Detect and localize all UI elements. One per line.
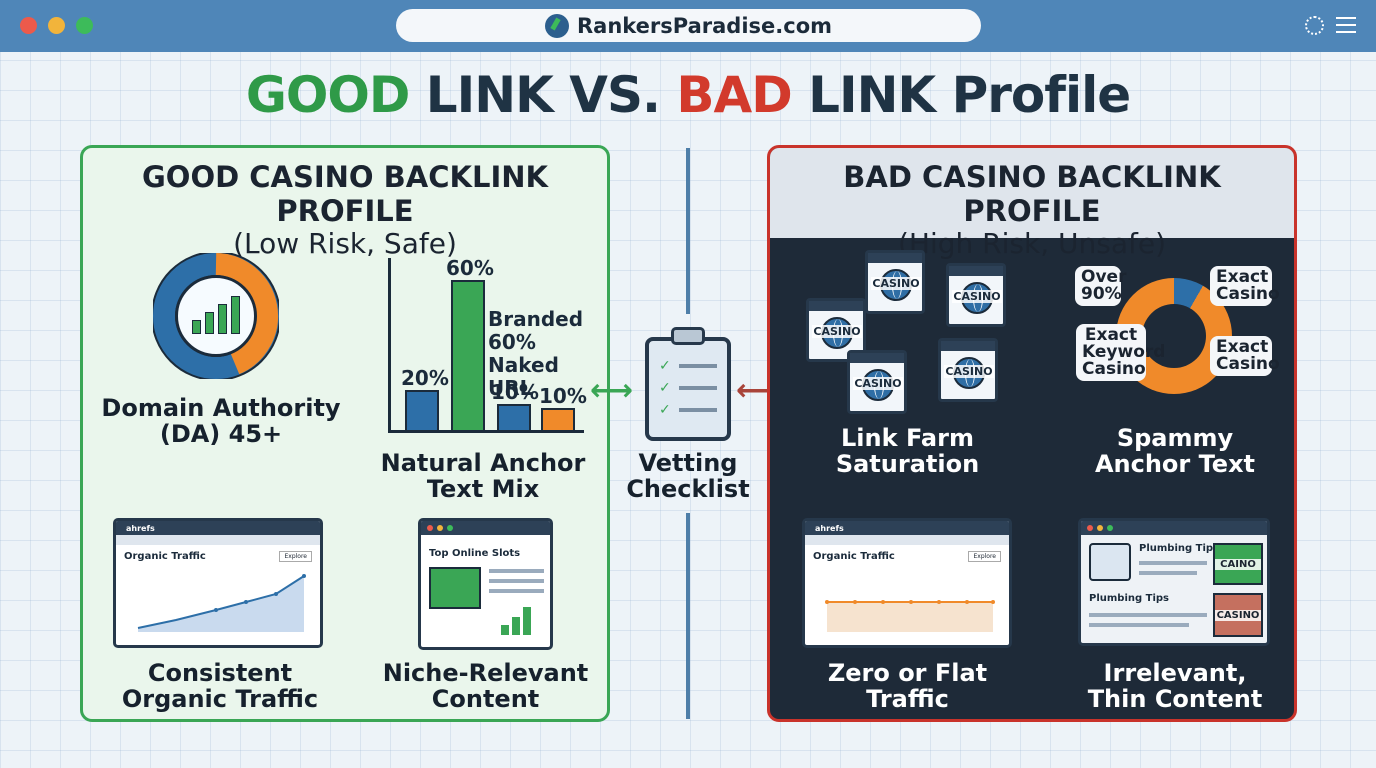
anchor-bar-4 [541,408,575,430]
casino-globe-icon: CASINO [1213,593,1263,637]
anchor-bar-2 [451,280,485,430]
anchor-legend: Branded 60% Naked URL [488,307,584,400]
good-profile-panel: GOOD CASINO BACKLINK PROFILE (Low Risk, … [80,145,610,722]
content-caption: Niche-Relevant Content [382,659,589,713]
chip-exact-keyword: Exact Keyword Casino [1076,324,1165,381]
browser-toolbar: RankersParadise.com [0,0,1376,52]
title-middle: LINK VS. [425,66,661,124]
thin-content-caption: Irrelevant, Thin Content [1087,659,1263,713]
casino-site-tile: CASINO [847,350,907,414]
flat-traffic-window: ahrefs Organic Traffic Explore [802,518,1012,648]
anchor-mix-caption: Natural Anchor Text Mix [380,449,586,503]
title-end: LINK Profile [808,66,1131,124]
anchor-mix-chart [388,258,584,433]
loading-spinner-icon [1305,16,1324,35]
link-farm-caption: Link Farm Saturation [835,424,980,478]
vetting-checklist-caption: Vetting Checklist [626,449,750,503]
ahrefs-logo: ahrefs [126,523,155,533]
anchor-bar-3-label: 10% [491,380,539,404]
green-arrow-icon: ⟷ [590,373,634,408]
site-logo-icon [544,13,569,38]
bad-profile-panel: BAD CASINO BACKLINK PROFILE (High Risk, … [767,145,1297,722]
traffic-caption: Consistent Organic Traffic [121,659,319,713]
chip-exact-casino-2: Exact Casino [1210,336,1280,376]
maximize-window-button[interactable] [76,17,93,34]
anchor-bar-4-label: 10% [539,384,587,408]
hamburger-menu-icon[interactable] [1336,17,1356,34]
domain-authority-caption: Domain Authority (DA) 45+ [101,394,341,448]
ahrefs-logo: ahrefs [815,523,844,533]
anchor-bar-1-label: 20% [401,366,449,390]
rising-traffic-chart [137,574,306,632]
title-good-word: GOOD [245,66,411,124]
domain-authority-donut-icon [153,253,279,379]
thin-heading-1: Plumbing Tips [1139,543,1219,554]
good-panel-title: GOOD CASINO BACKLINK PROFILE [141,160,548,228]
address-url: RankersParadise.com [576,13,833,38]
close-window-button[interactable] [20,17,37,34]
traffic-dropdown[interactable]: Explore [279,551,312,562]
checklist-clipboard-icon: ✓ ✓ ✓ [645,327,731,441]
thin-heading-2: Plumbing Tips [1089,593,1169,604]
image-placeholder-icon [429,567,481,609]
address-bar[interactable]: RankersParadise.com [396,9,981,42]
growth-chart-icon [175,275,257,357]
chip-exact-casino-1: Exact Casino [1210,266,1280,306]
anchor-bar-2-label: 60% [446,256,494,280]
casino-site-tile: CASINO [946,263,1006,327]
wrench-icon [1089,543,1131,581]
anchor-bar-3 [497,404,531,430]
center-divider-bottom [686,513,690,719]
casino-globe-icon: CAINO [1213,543,1263,585]
casino-site-tile: CASINO [865,250,925,314]
traffic-chart-title: Organic Traffic [124,551,206,562]
good-panel-subtitle: (Low Risk, Safe) [233,227,457,260]
niche-content-window: Top Online Slots Guide [418,518,553,650]
title-bad-word: BAD [676,66,792,124]
bad-panel-subtitle: (High Risk, Unsafe) [897,227,1166,260]
bad-panel-header: BAD CASINO BACKLINK PROFILE (High Risk, … [770,148,1294,260]
chip-over-90: Over 90% [1075,266,1126,306]
flat-traffic-dropdown[interactable]: Explore [968,551,1001,562]
good-panel-header: GOOD CASINO BACKLINK PROFILE (Low Risk, … [83,148,607,260]
flat-traffic-caption: Zero or Flat Traffic [827,659,988,713]
thin-content-window: Plumbing Tips Plumbing Tips CAINO CASINO [1078,518,1270,646]
flat-traffic-chart-title: Organic Traffic [813,551,895,562]
anchor-bar-1 [405,390,439,430]
casino-site-tile: CASINO [938,338,998,402]
center-divider-top [686,148,690,314]
minimize-window-button[interactable] [48,17,65,34]
spammy-anchor-caption: Spammy Anchor Text [1094,424,1256,478]
flat-traffic-chart [825,600,995,632]
mini-bar-chart-icon [501,607,531,635]
bad-panel-title: BAD CASINO BACKLINK PROFILE [843,160,1221,228]
organic-traffic-window: ahrefs Organic Traffic Explore [113,518,323,648]
page-title: GOOD LINK VS. BAD LINK Profile [0,66,1376,124]
